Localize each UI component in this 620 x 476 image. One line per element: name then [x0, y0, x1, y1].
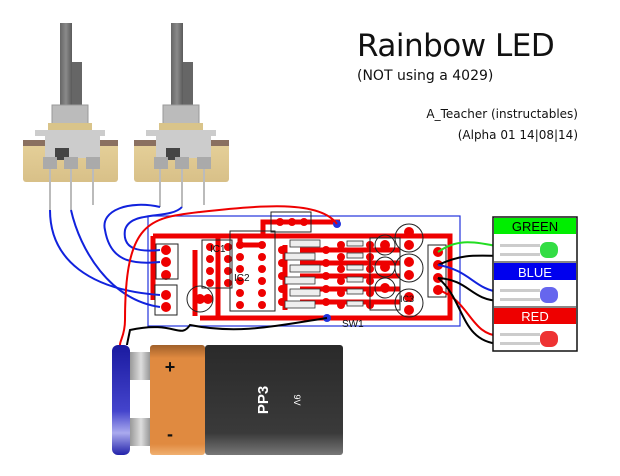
pcb-pads	[161, 218, 443, 315]
author-credit: A_Teacher (instructables)	[426, 107, 578, 121]
version-label: (Alpha 01 14|08|14)	[457, 128, 578, 142]
ic2-label: IC2	[234, 273, 250, 284]
switch-label: SW1	[342, 319, 364, 330]
pcb-outline	[147, 215, 461, 327]
battery-minus: -	[167, 424, 173, 444]
potentiometer-left	[23, 23, 118, 210]
resistors	[284, 239, 364, 309]
battery: + - PP3 9V	[112, 345, 343, 455]
battery-type: PP3	[255, 386, 272, 414]
battery-snap	[112, 345, 130, 455]
wires	[49, 203, 501, 346]
battery-voltage: 9V	[292, 394, 302, 405]
green-label-band	[494, 218, 576, 234]
red-label-band	[494, 308, 576, 324]
battery-plus: +	[165, 357, 176, 377]
potentiometer-right	[134, 23, 229, 207]
ic3-label: IC3	[400, 294, 414, 304]
blue-label-band	[494, 263, 576, 280]
red-led-label: RED	[521, 309, 548, 324]
green-led	[500, 242, 558, 258]
component-outlines	[154, 211, 447, 318]
led-panel: GREEN BLUE RED	[492, 216, 578, 352]
green-led-label: GREEN	[512, 219, 558, 234]
blue-led	[500, 287, 558, 303]
red-led	[500, 331, 558, 347]
page-title: Rainbow LED	[357, 28, 555, 64]
ic1-label: IC1	[210, 244, 226, 255]
blue-led-label: BLUE	[518, 265, 552, 280]
page-subtitle: (NOT using a 4029)	[357, 68, 494, 84]
